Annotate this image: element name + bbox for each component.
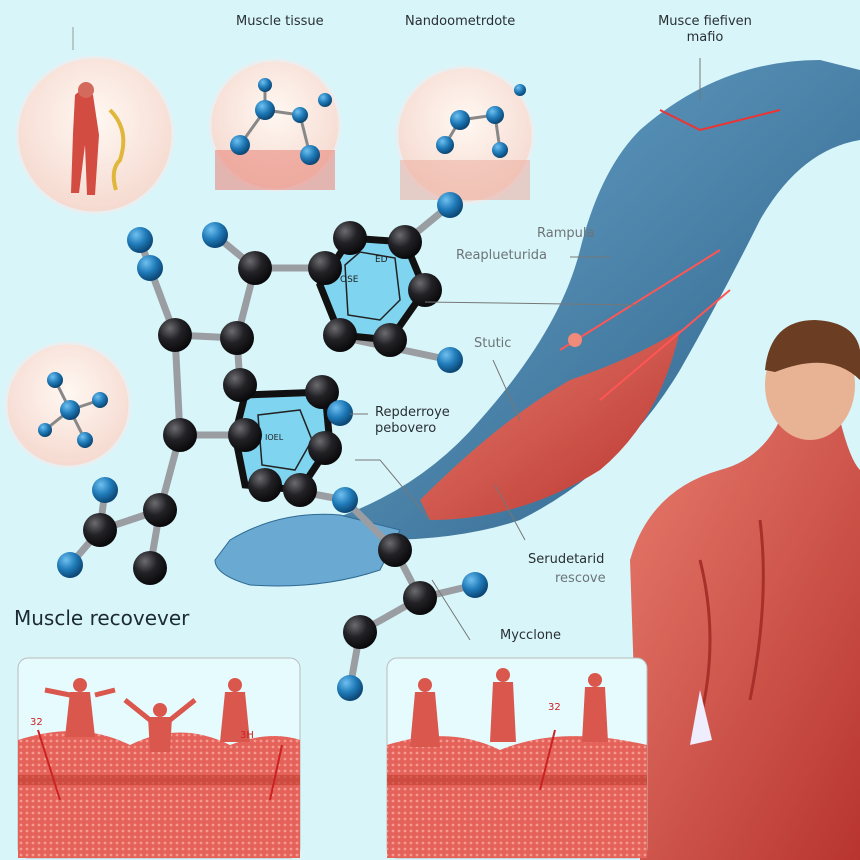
carbon-atom: [248, 468, 282, 502]
label-stutic: Stutic: [474, 336, 512, 351]
ring-label-2: ED: [375, 255, 388, 265]
label-serudetarid: Serudetarid: [528, 552, 605, 567]
carbon-atom: [238, 251, 272, 285]
blue-atom: [92, 477, 118, 503]
inset-circle-muscle-tissue: [15, 55, 175, 215]
carbon-atom: [343, 615, 377, 649]
blue-atom: [137, 255, 163, 281]
inset-circle-small-molecule: [4, 341, 132, 469]
carbon-atom: [228, 418, 262, 452]
carbon-atom: [408, 273, 442, 307]
label-repderroye: Repderroye pebovero: [375, 405, 450, 437]
carbon-atom: [373, 323, 407, 357]
carbon-atom: [143, 493, 177, 527]
blue-atom: [437, 192, 463, 218]
carbon-atom: [333, 221, 367, 255]
fist: [214, 513, 401, 587]
panel-left-tag-2: 3H: [240, 730, 254, 741]
carbon-atom: [158, 318, 192, 352]
carbon-atom: [403, 581, 437, 615]
label-rampula: Rampula: [537, 226, 595, 241]
blue-atom: [332, 487, 358, 513]
carbon-atom: [83, 513, 117, 547]
carbon-atom: [283, 473, 317, 507]
carbon-atom: [308, 431, 342, 465]
inset-circle-nandoometrdote: [208, 58, 342, 192]
carbon-atom: [308, 251, 342, 285]
panel-muscle-recovery-left: [17, 657, 301, 859]
ring-label-3: IOEL: [265, 433, 284, 442]
label-muscle-fiefiven: Musce fiefiven mafio: [640, 14, 770, 46]
carbon-atom: [323, 318, 357, 352]
molecule-atoms: [57, 192, 488, 701]
panel-left-tag-1: 32: [30, 717, 43, 728]
leader-lines: [350, 58, 701, 641]
blue-atom: [127, 227, 153, 253]
label-repderroye-line2: pebovero: [375, 421, 437, 436]
heading-muscle-recovever: Muscle recovever: [14, 606, 190, 630]
label-repderroye-line1: Repderroye: [375, 405, 450, 420]
blue-atom: [57, 552, 83, 578]
blue-atom: [202, 222, 228, 248]
label-rescove: rescove: [555, 571, 606, 586]
panel-muscle-recovery-right: [386, 657, 648, 859]
blue-atom: [437, 347, 463, 373]
ring-label-1: OSE: [340, 275, 359, 285]
carbon-atom: [305, 375, 339, 409]
panel-right-tag: 32: [548, 702, 561, 713]
carbon-atom: [163, 418, 197, 452]
carbon-atom: [220, 321, 254, 355]
blue-atom: [337, 675, 363, 701]
muscular-man-illustration: [630, 320, 860, 860]
label-muscle-fiefiven-line1: Musce fiefiven: [658, 14, 752, 29]
label-nandoometrdote: Nandoometrdote: [405, 14, 516, 29]
arm-muscle-illustration: [214, 60, 860, 587]
label-muscle-tissue: Muscle tissue: [236, 14, 324, 29]
carbon-atom: [378, 533, 412, 567]
label-mycclone: Mycclone: [500, 628, 562, 643]
label-reaplueturida: Reaplueturida: [456, 248, 548, 263]
carbon-atom: [223, 368, 257, 402]
label-muscle-fiefiven-line2: mafio: [686, 30, 724, 45]
blue-atom: [462, 572, 488, 598]
carbon-atom: [133, 551, 167, 585]
blue-atom: [327, 400, 353, 426]
carbon-atom: [388, 225, 422, 259]
inset-circle-molecule: [395, 65, 535, 205]
